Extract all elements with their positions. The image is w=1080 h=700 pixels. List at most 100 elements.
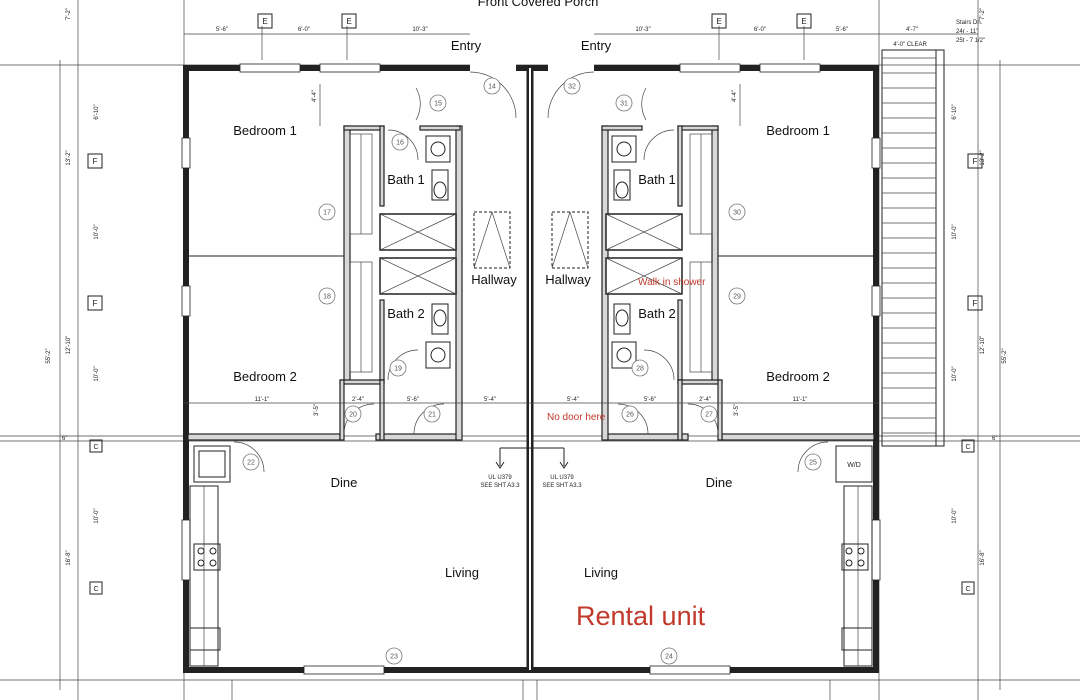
dim-right-total: 55'-2" [1002,348,1008,363]
dim-right-3: 13'-2" [980,150,986,165]
door-tag-circle [318,203,336,221]
room-bedroom1-right: Bedroom 1 [766,123,830,138]
door-tag-circle [700,405,718,423]
dim-left-6: 10'-0" [94,366,100,381]
stairs-label-3: 25t - 7 1/2" [956,38,985,44]
dim-mid-r-1: 5'-4" [567,397,579,403]
stairs-label-2: 24r - 11" [956,29,978,35]
dim-44-left: 4'-4" [312,90,318,102]
interior-walls-right [547,71,875,473]
room-hallway-right: Hallway [545,272,591,287]
washer-dryer-label: W/D [847,462,861,469]
dim-mid-l-1: 11'-1" [255,397,270,403]
kitchen-right: W/D [835,445,873,667]
door-tag-number: 15 [434,101,442,108]
dim-right-8: 10'-0" [952,508,958,523]
door-tag-number: 19 [394,366,402,373]
dim-left-7: 6" [62,436,67,442]
door-tag-number: 27 [705,412,713,419]
interior-dimensions: 11'-1" 2'-4" 5'-6" 5'-4" 5'-4" 5'-6" 2'-… [184,84,879,416]
top-dimensions: 5'-6" 6'-0" 10'-3" 10'-3" 6'-0" 5'-6" 4'… [184,26,978,60]
note-no-door: No door here [547,412,606,423]
marker-e-1: E [262,17,267,26]
dim-top-r-1: 10'-3" [635,27,650,33]
dim-top-r-3: 5'-6" [836,27,848,33]
door-tag-number: 29 [733,294,741,301]
door-tag-circle [318,287,336,305]
door-tag-number: 17 [323,210,331,217]
door-tag-number: 31 [620,101,628,108]
door-tag-number: 21 [428,412,436,419]
exterior-walls [181,62,881,675]
marker-c-1: C [93,444,98,451]
dim-mid-r-2: 5'-6" [644,397,656,403]
door-tag-number: 14 [488,84,496,91]
door-tag-number: 28 [636,366,644,373]
dim-right-2: 6'-10" [952,104,958,119]
dim-top-r-2: 6'-0" [754,27,766,33]
dim-right-6: 10'-0" [952,366,958,381]
door-tag-number: 18 [323,294,331,301]
dim-mid-l-2: 2'-4" [352,397,364,403]
marker-f-1: F [93,157,98,166]
ul-left-line1: UL U379 [488,475,512,481]
door-tag-circle [728,203,746,221]
door-tag-number: 25 [809,460,817,467]
door-tag-circle [615,94,633,112]
door-tag-circle [621,405,639,423]
door-tag-circle [344,405,362,423]
marker-e-4: E [801,17,806,26]
kitchen-left [189,445,231,667]
door-tag-circle [660,647,678,665]
dim-35-right: 3'-5" [734,404,740,416]
dim-left-8: 10'-0" [94,508,100,523]
dim-left-3: 13'-2" [66,150,72,165]
dim-right-1: 7'-2" [980,8,986,20]
right-vertical-dimensions: 7'-2" 6'-10" 13'-2" 10'-0" 12'-10" 10'-0… [952,8,1008,566]
dim-left-1: 7'-2" [66,8,72,20]
door-tag-number: 23 [390,654,398,661]
dim-right-4: 10'-0" [952,224,958,239]
room-dine-right: Dine [706,475,733,490]
door-tag-circle [385,647,403,665]
entry-label-left: Entry [451,38,482,53]
door-tag-number: 32 [568,84,576,91]
room-living-left: Living [445,565,479,580]
dim-left-4: 10'-0" [94,224,100,239]
door-tag-circle [242,453,260,471]
marker-c-3: C [965,444,970,451]
note-walk-in-shower: Walk in shower [638,277,706,288]
stairs-clear-dim: 4'-0" CLEAR [893,42,927,48]
door-tag-number: 30 [733,210,741,217]
dim-right-9: 16'-8" [980,550,986,565]
room-bedroom2-right: Bedroom 2 [766,369,830,384]
dim-mid-r-4: 11'-1" [793,397,808,403]
exterior-stairs: Stairs Dn. 24r - 11" 25t - 7 1/2" 4'-0" … [881,20,985,447]
room-dine-left: Dine [331,475,358,490]
dim-mid-l-4: 5'-4" [484,397,496,403]
door-tag-circle [429,94,447,112]
marker-e-2: E [346,17,351,26]
door-tag-circle [483,77,501,95]
marker-f-2: F [93,299,98,308]
marker-c-4: C [965,586,970,593]
dim-right-7: 6" [992,436,997,442]
door-tag-circle [804,453,822,471]
room-bath2-left: Bath 2 [387,306,425,321]
room-labels: Bedroom 1 Bedroom 1 Bedroom 2 Bedroom 2 … [233,123,830,580]
door-tag-circle [728,287,746,305]
door-tag-circle [631,359,649,377]
room-bath1-right: Bath 1 [638,172,676,187]
dim-left-total: 55'-2" [46,348,52,363]
dim-right-5: 12'-10" [980,336,986,355]
callout-markers: C C C C [89,439,975,595]
marker-f-3: F [973,157,978,166]
dim-top-l-1: 5'-6" [216,27,228,33]
porch-title: Front Covered Porch [478,0,599,9]
door-tag-circle [391,133,409,151]
dim-mid-r-3: 2'-4" [699,397,711,403]
ul-right-line2: SEE SHT A3.3 [542,483,582,489]
